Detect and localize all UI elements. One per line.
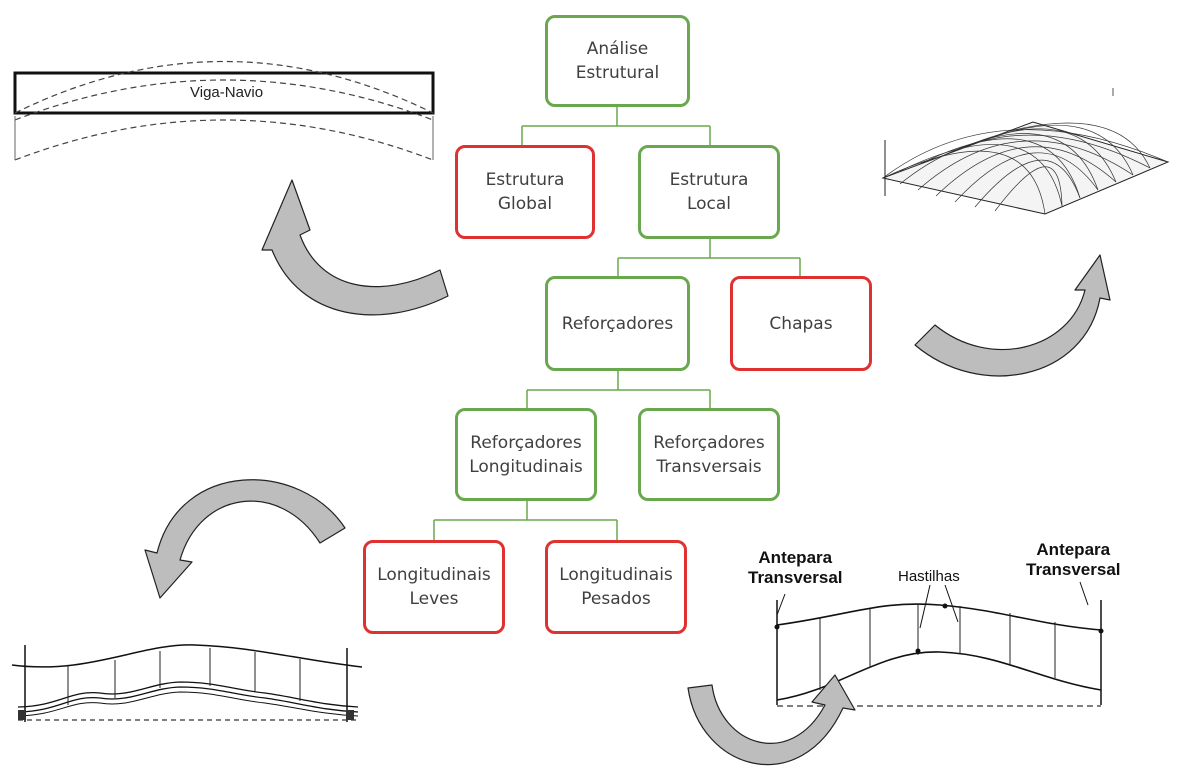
node-reforcadores-longitudinais: Reforçadores Longitudinais [455,408,597,501]
node-label: Estrutura Local [669,170,749,214]
node-label: Estrutura Global [485,170,565,214]
plate-deflection-mesh [881,88,1170,215]
node-longitudinais-leves: Longitudinais Leves [363,540,505,634]
arrow-to-longitudinals-icon [144,479,346,599]
floors-label: Hastilhas [898,568,960,585]
bulkhead-right-label: Antepara Transversal [1026,540,1121,579]
hull-girder-label: Viga-Navio [190,84,264,101]
node-label: Longitudinais Pesados [559,565,673,609]
node-label: Reforçadores Longitudinais [469,432,583,477]
longitudinals-deflection [11,644,363,722]
node-estrutura-global: Estrutura Global [455,145,595,239]
node-label: Reforçadores Transversais [653,432,765,477]
curved-arrows [144,179,1111,766]
hull-girder-illustration [13,60,435,161]
node-reforcadores-transversais: Reforçadores Transversais [638,408,780,501]
node-label: Análise Estrutural [575,39,660,83]
arrow-to-transverse-frames-icon [687,674,856,766]
node-estrutura-local: Estrutura Local [638,145,780,239]
node-label: Reforçadores [561,313,674,334]
node-label: Chapas [769,313,833,334]
node-analise-estrutural: Análise Estrutural [545,15,690,107]
arrow-to-plate-mesh-icon [914,254,1111,377]
tree-connectors [433,106,801,540]
node-longitudinais-pesados: Longitudinais Pesados [545,540,687,634]
node-chapas: Chapas [730,276,872,371]
arrow-to-hull-girder-icon [261,179,449,316]
node-label: Longitudinais Leves [377,565,491,609]
node-reforcadores: Reforçadores [545,276,690,371]
bulkhead-left-label: Antepara Transversal [748,548,843,587]
